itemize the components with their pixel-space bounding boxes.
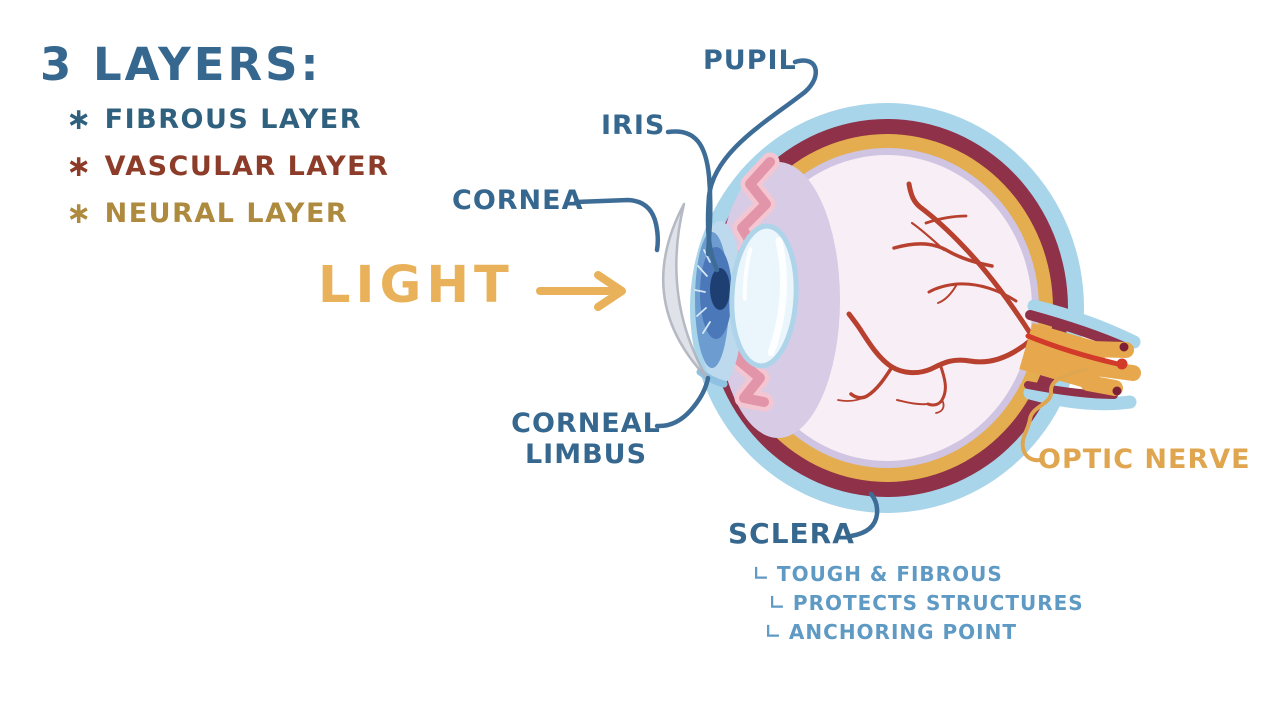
light-label: LIGHT	[318, 256, 514, 315]
sclera-note-item: ∟ ANCHORING POINT	[765, 617, 1084, 646]
nerve-tip-top	[1119, 342, 1129, 352]
legend-item-label: VASCULAR LAYER	[104, 151, 390, 182]
anterior-segment	[661, 152, 840, 438]
asterisk-bullet-icon: ∗	[66, 195, 93, 231]
nerve-tip-bottom	[1112, 386, 1122, 396]
cornea-label: CORNEA	[452, 185, 584, 216]
angle-bullet-icon: ∟	[769, 591, 786, 614]
nerve-sclera-top	[1027, 299, 1141, 349]
cornea-pointer	[573, 197, 661, 253]
sclera-note-item: ∟ PROTECTS STRUCTURES	[769, 588, 1084, 617]
lens-shape	[729, 223, 799, 369]
retinal-vessels	[837, 181, 1034, 414]
legend-item-fibrous: ∗ FIBROUS LAYER	[66, 96, 389, 143]
iris-label: IRIS	[601, 110, 666, 141]
sclera-note-item: ∟ TOUGH & FIBROUS	[753, 559, 1084, 588]
angle-bullet-icon: ∟	[753, 562, 770, 585]
sclera-pointer	[848, 491, 880, 539]
legend-item-vascular: ∗ VASCULAR LAYER	[66, 143, 389, 190]
layers-legend: ∗ FIBROUS LAYER ∗ VASCULAR LAYER ∗ NEURA…	[66, 96, 389, 237]
sclera-note-label: TOUGH & FIBROUS	[776, 561, 1003, 586]
legend-item-label: NEURAL LAYER	[104, 198, 349, 229]
title-3-layers: 3 LAYERS:	[40, 38, 322, 91]
corneal-limbus-line1: CORNEAL	[511, 408, 661, 439]
central-artery-tip	[1116, 358, 1128, 370]
pupil-label: PUPIL	[703, 45, 797, 76]
asterisk-bullet-icon: ∗	[66, 148, 93, 184]
iris-pointer	[665, 129, 713, 257]
optic-nerve-shape	[1019, 299, 1141, 411]
optic-nerve-label: OPTIC NERVE	[1038, 444, 1251, 475]
nerve-fibers	[1080, 341, 1141, 396]
central-artery	[1025, 333, 1121, 367]
sclera-note-label: PROTECTS STRUCTURES	[792, 590, 1084, 615]
legend-item-neural: ∗ NEURAL LAYER	[66, 190, 389, 237]
nerve-choroid-bottom	[1024, 381, 1118, 399]
nerve-sclera-bottom	[1023, 386, 1137, 411]
corneal-limbus-label: CORNEAL LIMBUS	[505, 408, 667, 470]
asterisk-bullet-icon: ∗	[66, 101, 93, 137]
optic-nerve-pointer	[1020, 367, 1088, 463]
sclera-notes: ∟ TOUGH & FIBROUS ∟ PROTECTS STRUCTURES …	[753, 559, 1084, 646]
corneal-limbus-pointer	[654, 375, 711, 429]
sclera-label: SCLERA	[728, 517, 855, 550]
corneal-limbus-line2: LIMBUS	[524, 439, 648, 470]
angle-bullet-icon: ∟	[765, 620, 782, 643]
pointer-lines	[573, 58, 1088, 539]
pupil-shape	[710, 268, 730, 310]
legend-item-label: FIBROUS LAYER	[104, 104, 363, 135]
light-arrow-icon	[536, 271, 626, 311]
sclera-note-label: ANCHORING POINT	[788, 619, 1017, 644]
